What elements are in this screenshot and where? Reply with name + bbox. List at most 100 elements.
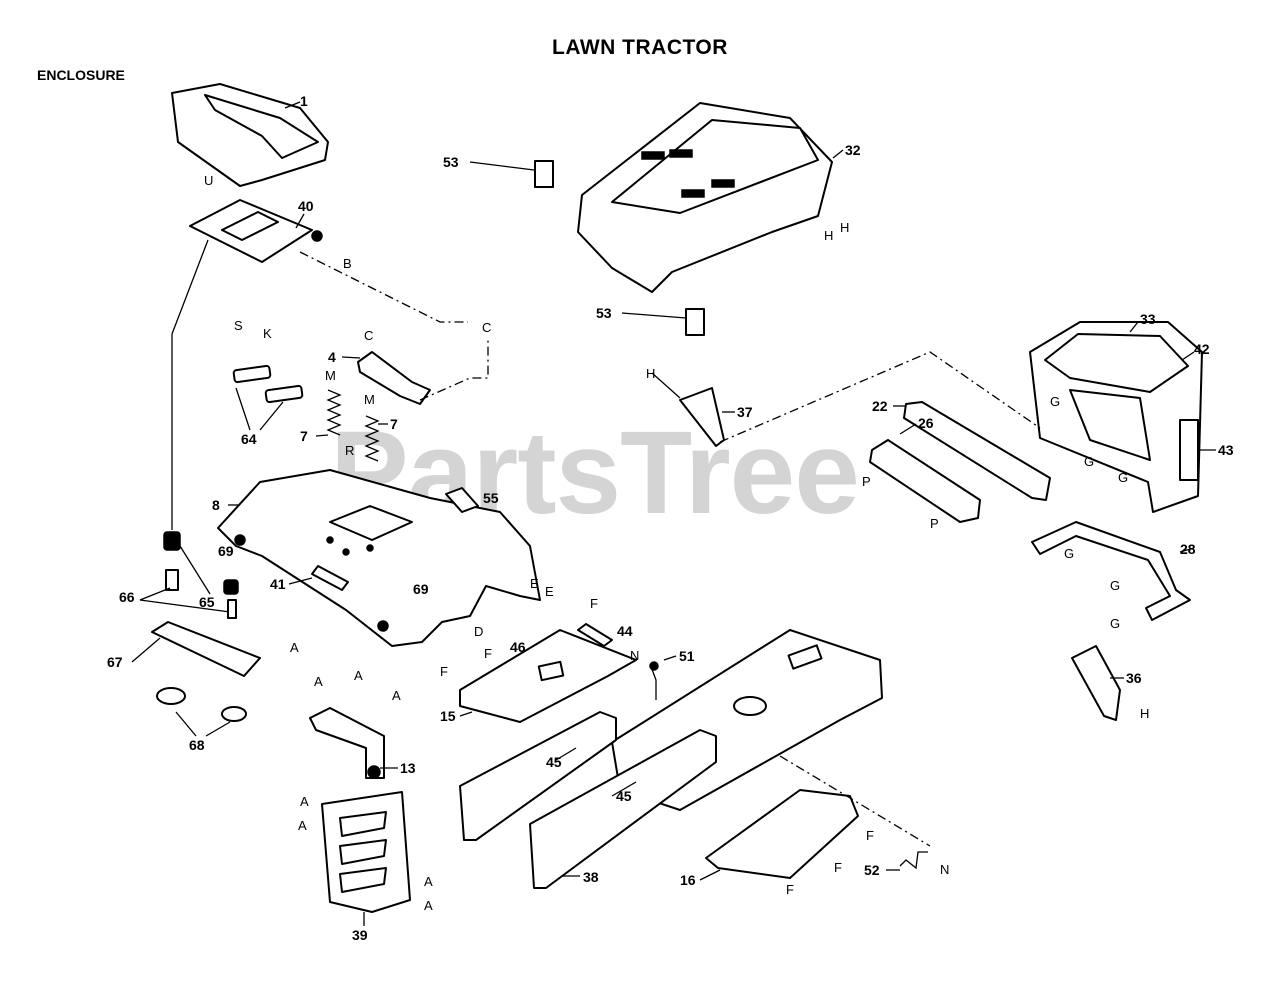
bracket-28-part[interactable] — [1031, 521, 1195, 621]
bracket-37-part[interactable] — [651, 372, 735, 447]
decal-55-part[interactable] — [445, 487, 479, 513]
ref-g2: G — [1084, 454, 1094, 469]
ref-b: B — [343, 256, 352, 271]
decal-41-part[interactable] — [288, 565, 349, 591]
label-part-66: 66 — [119, 589, 135, 605]
frame-rail-45b-part[interactable] — [529, 729, 717, 889]
decal-44-part[interactable] — [577, 623, 613, 647]
label-part-36: 36 — [1126, 670, 1142, 686]
label-part-43: 43 — [1218, 442, 1234, 458]
label-part-64: 64 — [241, 431, 257, 447]
pad-part[interactable] — [232, 364, 304, 431]
ref-f4: F — [866, 828, 874, 843]
label-part-22: 22 — [872, 398, 888, 414]
frame-rail-45a-part[interactable] — [459, 711, 617, 841]
label-part-52: 52 — [864, 862, 880, 878]
label-part-55: 55 — [483, 490, 499, 506]
mount-13-part[interactable] — [309, 707, 398, 779]
label-part-33: 33 — [1140, 311, 1156, 327]
ref-k: K — [263, 326, 272, 341]
seat-cushion-part[interactable] — [171, 83, 329, 187]
ref-p1: P — [862, 474, 871, 489]
label-part-40: 40 — [298, 198, 314, 214]
ref-a6: A — [298, 818, 307, 833]
ref-g6: G — [1110, 616, 1120, 631]
front-grill-part[interactable] — [1029, 321, 1216, 513]
grommet-66-part[interactable] — [139, 531, 231, 613]
label-part-7a: 7 — [300, 428, 308, 444]
label-part-26: 26 — [918, 415, 934, 431]
ref-a4: A — [392, 688, 401, 703]
lever-part[interactable] — [341, 351, 431, 405]
ref-e1: E — [530, 576, 539, 591]
ref-h1: H — [824, 228, 833, 243]
plug-left-part[interactable] — [234, 534, 246, 546]
support-26-part[interactable] — [869, 423, 981, 523]
plug-right-part[interactable] — [377, 620, 389, 632]
ref-s: S — [234, 318, 243, 333]
ref-a7: A — [424, 874, 433, 889]
rail-22-part[interactable] — [893, 401, 1051, 501]
clip-52-part[interactable] — [886, 851, 928, 871]
ref-a3: A — [354, 668, 363, 683]
ref-d: D — [474, 624, 483, 639]
ref-a5: A — [300, 794, 309, 809]
label-part-1: 1 — [300, 93, 308, 109]
label-part-45b: 45 — [616, 788, 632, 804]
connector-seat-plate — [299, 251, 468, 323]
ref-f3: F — [440, 664, 448, 679]
bolt-51-part[interactable] — [649, 655, 677, 700]
clip-36-part[interactable] — [1071, 645, 1124, 721]
ref-h4: H — [1140, 706, 1149, 721]
fender-part[interactable] — [217, 469, 541, 647]
page-title: LAWN TRACTOR — [552, 36, 728, 59]
connector-lever — [419, 340, 489, 401]
ref-g3: G — [1118, 470, 1128, 485]
footrest-46-part[interactable] — [537, 660, 565, 682]
panel-39-part[interactable] — [321, 791, 411, 926]
ref-m2: M — [364, 392, 375, 407]
label-part-42: 42 — [1194, 341, 1210, 357]
spring-left-part[interactable] — [315, 389, 342, 437]
footrest-16-part[interactable] — [699, 789, 859, 881]
label-part-44: 44 — [617, 623, 633, 639]
label-part-46: 46 — [510, 639, 526, 655]
label-part-51: 51 — [679, 648, 695, 664]
ref-m1: M — [325, 368, 336, 383]
decal-mid-part[interactable] — [621, 308, 705, 336]
spacer-65-part[interactable] — [179, 545, 239, 619]
ref-c1: C — [364, 328, 373, 343]
ref-f6: F — [786, 882, 794, 897]
decal-top-part[interactable] — [469, 160, 554, 188]
bumper-68-part[interactable] — [156, 687, 247, 737]
seat-plate-part[interactable] — [189, 199, 323, 263]
label-part-38: 38 — [583, 869, 599, 885]
label-part-69b: 69 — [413, 581, 429, 597]
ref-e2: E — [545, 584, 554, 599]
label-part-8: 8 — [212, 497, 220, 513]
ref-g4: G — [1064, 546, 1074, 561]
label-part-65: 65 — [199, 594, 215, 610]
label-part-16: 16 — [680, 872, 696, 888]
ref-p2: P — [930, 516, 939, 531]
ref-r: R — [345, 443, 354, 458]
spring-right-part[interactable] — [364, 415, 388, 462]
section-label: ENCLOSURE — [37, 67, 125, 83]
ref-f2: F — [484, 646, 492, 661]
label-part-53b: 53 — [596, 305, 612, 321]
ref-g5: G — [1110, 578, 1120, 593]
ref-h2: H — [840, 220, 849, 235]
hood-part[interactable] — [577, 102, 844, 293]
ref-h3: H — [646, 366, 655, 381]
plate-67-part[interactable] — [131, 621, 261, 677]
ref-u: U — [204, 173, 213, 188]
connector-bracket-grill — [719, 351, 1041, 443]
ref-a2: A — [314, 674, 323, 689]
ref-f5: F — [834, 860, 842, 875]
label-part-37: 37 — [737, 404, 753, 420]
label-part-53a: 53 — [443, 154, 459, 170]
ref-a8: A — [424, 898, 433, 913]
ref-a1: A — [290, 640, 299, 655]
label-part-41: 41 — [270, 576, 286, 592]
